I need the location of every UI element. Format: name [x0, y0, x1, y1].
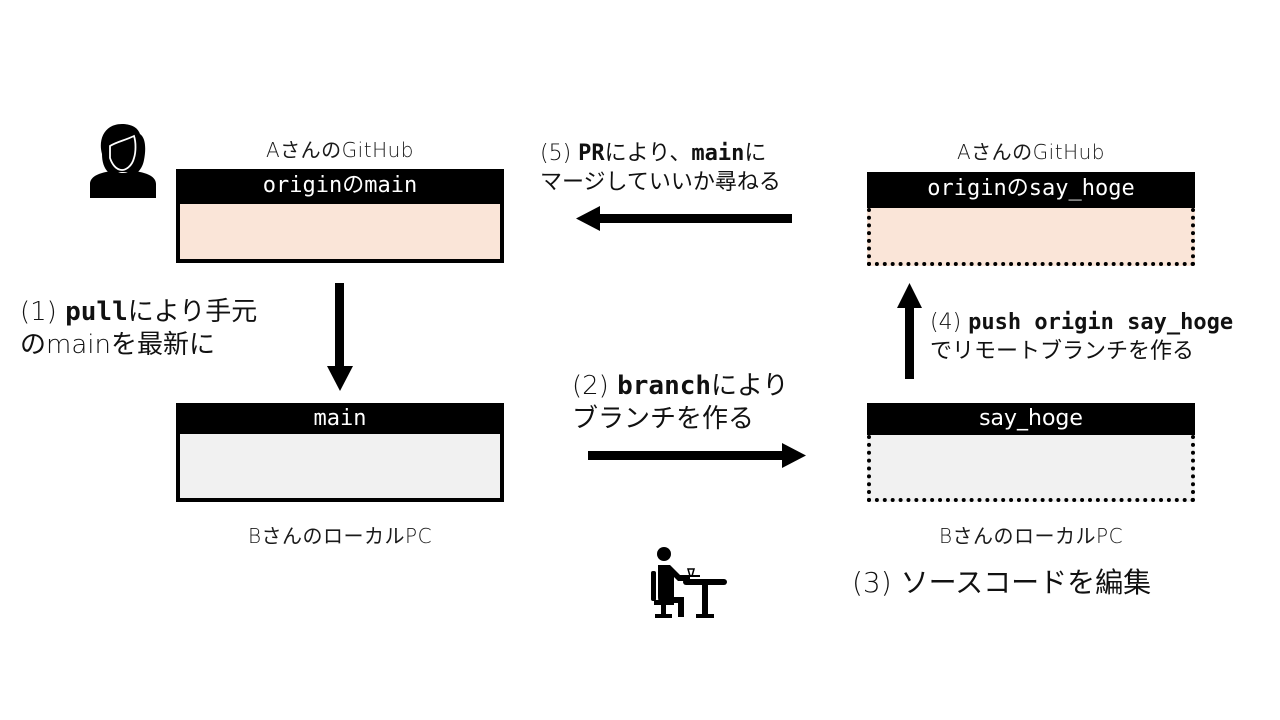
local-say-hoge-label: say_hoge [867, 403, 1195, 435]
local-pc-caption-left: BさんのローカルPC [247, 524, 433, 548]
local-pc-caption-right: BさんのローカルPC [938, 524, 1124, 548]
step5-line2: マージしていいか尋ねる [540, 170, 781, 195]
step1-line1: (1) pullにより手元 [20, 296, 257, 329]
step5-number: (5) [540, 141, 572, 166]
step4-number: (4) [930, 310, 962, 335]
origin-say-hoge-branch-box: originのsay_hoge [867, 172, 1195, 266]
step3-label: (3) ソースコードを編集 [852, 566, 1152, 599]
step5-line1: (5) PRにより、mainに [540, 139, 781, 168]
local-main-body [176, 434, 504, 502]
step5-text-mid: により、 [604, 141, 692, 166]
origin-say-hoge-label: originのsay_hoge [867, 172, 1195, 208]
local-say-hoge-body [867, 435, 1195, 502]
arrow-right-branch [588, 443, 806, 468]
step2-command: branch [617, 371, 712, 401]
step2-label: (2) branchにより ブランチを作る [572, 370, 789, 436]
step1-line2: のmainを最新に [20, 330, 215, 360]
step4-label: (4) push origin say_hoge でリモートブランチを作る [930, 308, 1233, 366]
step1-label: (1) pullにより手元 のmainを最新に [20, 296, 257, 362]
step2-text: により [711, 371, 789, 401]
origin-main-label: originのmain [176, 169, 504, 205]
origin-main-branch-box: originのmain [176, 169, 504, 263]
origin-say-hoge-body [867, 208, 1195, 266]
person-at-desk-icon [651, 547, 727, 618]
local-main-label: main [176, 403, 504, 435]
github-caption-left: AさんのGitHub [266, 138, 414, 162]
step2-line2: ブランチを作る [572, 404, 755, 434]
step4-line2: でリモートブランチを作る [930, 339, 1195, 364]
step2-line1: (2) branchにより [572, 370, 789, 403]
step1-number: (1) [20, 297, 57, 327]
local-main-branch-box: main [176, 403, 504, 502]
local-say-hoge-branch-box: say_hoge [867, 403, 1195, 502]
arrow-left-pr [576, 206, 792, 231]
step4-command: push origin say_hoge [968, 310, 1234, 335]
step1-command: pull [65, 297, 128, 327]
arrow-up-push [897, 283, 922, 379]
step5-command-pr: PR [578, 141, 605, 166]
step5-command-main: main [691, 141, 745, 166]
woman-user-icon [90, 124, 156, 198]
step5-label: (5) PRにより、mainに マージしていいか尋ねる [540, 139, 781, 197]
step5-text-end: に [744, 141, 767, 166]
step1-text: により手元 [127, 297, 258, 327]
step4-line1: (4) push origin say_hoge [930, 308, 1233, 337]
origin-main-body [176, 204, 504, 263]
step2-number: (2) [572, 371, 609, 401]
github-caption-right: AさんのGitHub [957, 140, 1105, 164]
arrow-down-pull [327, 283, 353, 391]
